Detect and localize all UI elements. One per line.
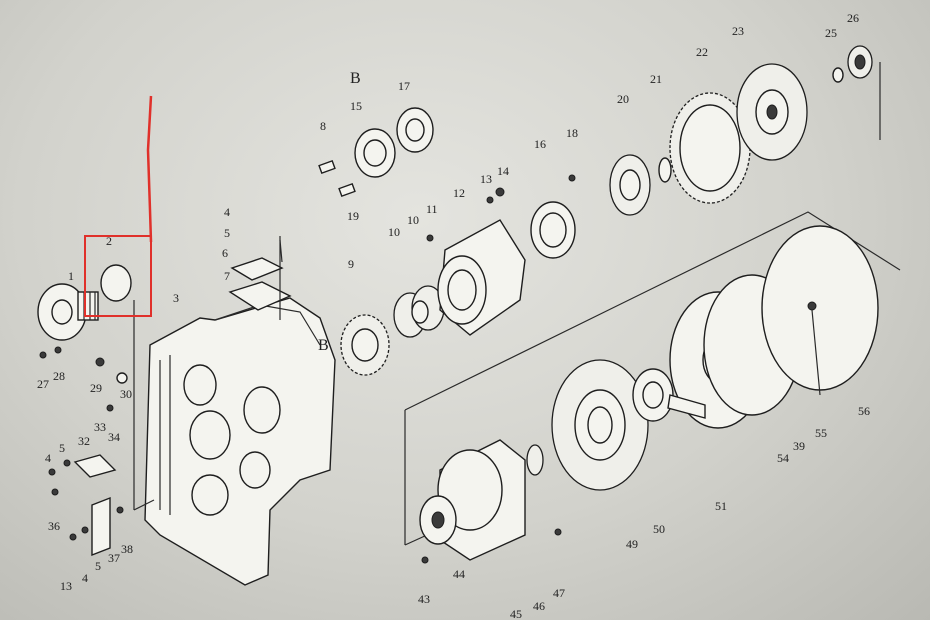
part-number: 15	[350, 99, 362, 113]
section-labels: B B	[318, 70, 361, 354]
part-number: 21	[650, 72, 662, 86]
part-46-bearing	[526, 444, 544, 476]
part-number: 4	[82, 571, 88, 585]
part-3-housing	[144, 297, 336, 586]
red-highlight-annotation	[84, 95, 153, 317]
part-number: 26	[847, 11, 859, 25]
part-number: 29	[90, 381, 102, 395]
part-number: 27	[37, 377, 49, 391]
parts-15-17-rings	[354, 107, 434, 178]
parts-6-7-cover-plates	[228, 257, 292, 311]
part-number: 34	[108, 430, 120, 444]
part-56-cover	[761, 225, 879, 391]
part-number: 11	[426, 202, 438, 216]
part-number: 5	[59, 441, 65, 455]
part-number: 56	[858, 404, 870, 418]
part-number: 51	[715, 499, 727, 513]
part-25-washer	[832, 67, 844, 83]
part-number: 13	[60, 579, 72, 593]
parts-8-19-plugs	[318, 159, 356, 198]
part-number: 28	[53, 369, 65, 383]
part-number: 13	[480, 172, 492, 186]
part-number: 1	[68, 269, 74, 283]
part-number: 43	[418, 592, 430, 606]
bracket-37-38	[73, 454, 117, 557]
part-number: 47	[553, 586, 565, 600]
part-12-drum	[437, 219, 526, 336]
part-49-plate	[551, 359, 649, 491]
part-10-bearings	[393, 285, 445, 338]
part-number: 22	[696, 45, 708, 59]
part-number: 55	[815, 426, 827, 440]
part-number: 25	[825, 26, 837, 40]
part-number: 20	[617, 92, 629, 106]
part-number: 32	[78, 434, 90, 448]
part-45-housing	[437, 439, 526, 561]
part-number: 49	[626, 537, 638, 551]
part-16-disc	[530, 201, 576, 259]
part-26-bearing	[847, 45, 873, 79]
part-number: 5	[224, 226, 230, 240]
small-bolts-left	[39, 174, 576, 564]
part-23-hub	[736, 63, 808, 161]
part-50-disc	[632, 368, 674, 422]
subassembly-frame	[404, 62, 901, 546]
part-55-bolt	[807, 301, 821, 396]
part-20-bearing	[609, 154, 651, 216]
part-number: 4	[45, 451, 51, 465]
part-number: 38	[121, 542, 133, 556]
part-number: 54	[777, 451, 789, 465]
part-number: 37	[108, 551, 120, 565]
part-number: 17	[398, 79, 410, 93]
part-number: 36	[48, 519, 60, 533]
part-9-gear	[340, 314, 390, 376]
part-number: 8	[320, 119, 326, 133]
part-number: 23	[732, 24, 744, 38]
part-21-snap-ring	[658, 157, 672, 183]
part-number: 33	[94, 420, 106, 434]
part-number: 39	[793, 439, 805, 453]
part-number-labels: 1 2 3 4 5 6 7 8 9 10 10 11 12 13 14 15 1…	[37, 11, 870, 620]
part-number: 10	[407, 213, 419, 227]
part-number: 46	[533, 599, 545, 613]
highlight-pointer	[146, 95, 153, 243]
part-number: 18	[566, 126, 578, 140]
part-number: 5	[95, 559, 101, 573]
part-number: 9	[348, 257, 354, 271]
part-number: 10	[388, 225, 400, 239]
section-label: B	[318, 337, 329, 354]
part-number: 2	[106, 234, 112, 248]
part-number: 4	[224, 205, 230, 219]
highlight-box	[84, 235, 152, 317]
part-44-flange	[419, 495, 457, 545]
part-number: 14	[497, 164, 509, 178]
part-number: 44	[453, 567, 465, 581]
part-number: 3	[173, 291, 179, 305]
part-2-o-ring	[100, 264, 132, 302]
part-number: 6	[222, 246, 228, 260]
part-number: 50	[653, 522, 665, 536]
part-number: 45	[510, 607, 522, 620]
part-number: 16	[534, 137, 546, 151]
part-number: 7	[224, 269, 230, 283]
part-1-flange	[37, 283, 99, 341]
part-number: 19	[347, 209, 359, 223]
part-number: 12	[453, 186, 465, 200]
part-22-ring-gear	[669, 92, 751, 204]
part-number: 30	[120, 387, 132, 401]
leader-lines	[133, 236, 281, 511]
section-label: B	[350, 70, 361, 87]
